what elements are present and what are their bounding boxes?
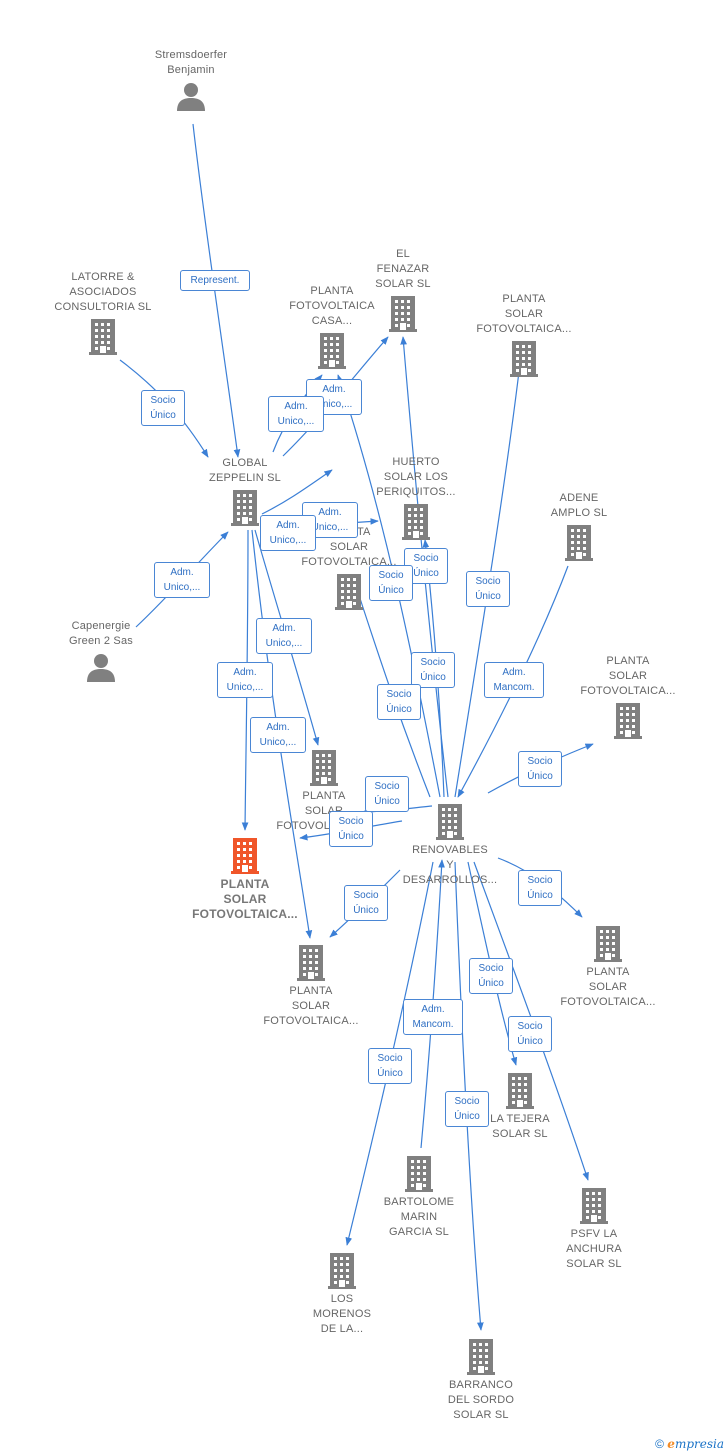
relation-label-r7[interactable]: Adm. Unico,... — [154, 562, 210, 598]
node-el-fenazar[interactable]: EL FENAZAR SOLAR SL — [338, 247, 468, 332]
building-icon — [328, 1253, 356, 1289]
relation-label-r21[interactable]: Socio Único — [518, 870, 562, 906]
edge-r25 — [345, 861, 434, 1246]
person-icon — [177, 83, 205, 111]
building-icon — [231, 490, 259, 526]
node-stremsdoerfer[interactable]: Stremsdoerfer Benjamin — [126, 48, 256, 112]
node-focus[interactable]: PLANTA SOLAR FOTOVOLTAICA... — [180, 838, 310, 922]
node-adene[interactable]: ADENE AMPLO SL — [514, 491, 644, 561]
building-icon — [510, 341, 538, 377]
building-icon — [594, 926, 622, 962]
relation-label-r25[interactable]: Socio Único — [368, 1048, 412, 1084]
relation-label-r19[interactable]: Socio Único — [329, 811, 373, 847]
relation-label-r6[interactable]: Adm. Unico,... — [260, 515, 316, 551]
relation-label-r8[interactable]: Adm. Unico,... — [256, 618, 312, 654]
relation-label-r20[interactable]: Socio Único — [344, 885, 388, 921]
building-icon — [297, 945, 325, 981]
building-icon — [436, 804, 464, 840]
node-label[interactable]: GLOBAL ZEPPELIN SL — [209, 457, 281, 484]
node-latorre[interactable]: LATORRE & ASOCIADOS CONSULTORIA SL — [38, 270, 168, 355]
relation-label-r17[interactable]: Socio Único — [518, 751, 562, 787]
node-label[interactable]: LOS MORENOS DE LA... — [312, 1293, 372, 1335]
node-label[interactable]: RENOVABLES Y DESARROLLOS... — [402, 844, 498, 886]
edge-r13 — [454, 354, 524, 798]
node-ps-right-2[interactable]: PLANTA SOLAR FOTOVOLTAICA... — [543, 926, 673, 1010]
node-label[interactable]: BARTOLOME MARIN GARCIA SL — [383, 1196, 455, 1238]
node-label[interactable]: EL FENAZAR SOLAR SL — [375, 248, 431, 290]
node-capenergie[interactable]: Capenergie Green 2 Sas — [36, 619, 166, 683]
building-icon — [310, 750, 338, 786]
node-label[interactable]: PLANTA FOTOVOLTAICA CASA... — [289, 285, 375, 327]
node-label[interactable]: PLANTA SOLAR FOTOVOLTAICA... — [476, 293, 572, 335]
relation-label-r4[interactable]: Adm. Unico,... — [268, 396, 324, 432]
relation-label-r13[interactable]: Socio Único — [466, 571, 510, 607]
node-ps-top-right[interactable]: PLANTA SOLAR FOTOVOLTAICA... — [459, 292, 589, 377]
node-huerto[interactable]: HUERTO SOLAR LOS PERIQUITOS... — [351, 455, 481, 540]
relation-label-r26[interactable]: Socio Único — [445, 1091, 489, 1127]
relation-label-r24[interactable]: Socio Único — [508, 1016, 552, 1052]
relation-label-r1[interactable]: Represent. — [180, 270, 250, 291]
node-bartolome[interactable]: BARTOLOME MARIN GARCIA SL — [354, 1156, 484, 1240]
building-icon — [580, 1188, 608, 1224]
copyright-symbol: © — [655, 1437, 664, 1451]
node-label[interactable]: PSFV LA ANCHURA SOLAR SL — [566, 1228, 622, 1270]
building-icon — [318, 333, 346, 369]
relation-label-r16[interactable]: Adm. Mancom. — [484, 662, 544, 698]
node-ps-right-1[interactable]: PLANTA SOLAR FOTOVOLTAICA... — [563, 654, 693, 739]
person-icon — [87, 654, 115, 682]
relation-label-r14[interactable]: Socio Único — [411, 652, 455, 688]
building-icon — [89, 319, 117, 355]
edge-r6 — [261, 469, 333, 515]
building-icon — [565, 525, 593, 561]
node-pf-casa[interactable]: PLANTA FOTOVOLTAICA CASA... — [267, 284, 397, 369]
relation-label-r10[interactable]: Adm. Unico,... — [250, 717, 306, 753]
node-barranco[interactable]: BARRANCO DEL SORDO SOLAR SL — [416, 1339, 546, 1423]
building-icon — [614, 703, 642, 739]
node-la-tejera[interactable]: LA TEJERA SOLAR SL — [455, 1073, 585, 1142]
node-label[interactable]: HUERTO SOLAR LOS PERIQUITOS... — [376, 456, 456, 498]
building-icon — [389, 296, 417, 332]
node-label[interactable]: PLANTA SOLAR FOTOVOLTAICA... — [263, 985, 359, 1027]
node-renovables[interactable]: RENOVABLES Y DESARROLLOS... — [385, 804, 515, 888]
node-label[interactable]: BARRANCO DEL SORDO SOLAR SL — [447, 1379, 515, 1421]
node-label[interactable]: PLANTA SOLAR FOTOVOLTAICA... — [580, 655, 676, 697]
brand-logo: empresia — [667, 1437, 724, 1451]
building-icon — [231, 838, 259, 874]
node-label[interactable]: ADENE AMPLO SL — [550, 492, 608, 519]
relation-label-r9[interactable]: Adm. Unico,... — [217, 662, 273, 698]
node-label[interactable]: Capenergie Green 2 Sas — [69, 620, 133, 647]
node-psfv[interactable]: PSFV LA ANCHURA SOLAR SL — [529, 1188, 659, 1272]
relation-label-r15[interactable]: Socio Único — [377, 684, 421, 720]
node-label[interactable]: Stremsdoerfer Benjamin — [154, 49, 228, 76]
node-los-morenos[interactable]: LOS MORENOS DE LA... — [277, 1253, 407, 1337]
node-global-zeppelin[interactable]: GLOBAL ZEPPELIN SL — [180, 456, 310, 526]
relation-label-r2[interactable]: Socio Único — [141, 390, 185, 426]
node-label[interactable]: LATORRE & ASOCIADOS CONSULTORIA SL — [54, 271, 152, 313]
node-label[interactable]: LA TEJERA SOLAR SL — [490, 1113, 550, 1140]
relation-label-r23[interactable]: Adm. Mancom. — [403, 999, 463, 1035]
edge-r10 — [251, 529, 313, 939]
relation-label-r18[interactable]: Socio Único — [365, 776, 409, 812]
edge-r1 — [192, 123, 241, 458]
relation-label-r12[interactable]: Socio Único — [369, 565, 413, 601]
node-label[interactable]: PLANTA SOLAR FOTOVOLTAICA... — [192, 877, 298, 921]
node-label[interactable]: PLANTA SOLAR FOTOVOLTAICA... — [560, 966, 656, 1008]
building-icon — [402, 504, 430, 540]
building-icon — [467, 1339, 495, 1375]
footer-brand: © empresia — [655, 1437, 724, 1451]
building-icon — [405, 1156, 433, 1192]
relation-label-r22[interactable]: Socio Único — [469, 958, 513, 994]
building-icon — [335, 574, 363, 610]
building-icon — [506, 1073, 534, 1109]
node-ps-lower[interactable]: PLANTA SOLAR FOTOVOLTAICA... — [246, 945, 376, 1029]
